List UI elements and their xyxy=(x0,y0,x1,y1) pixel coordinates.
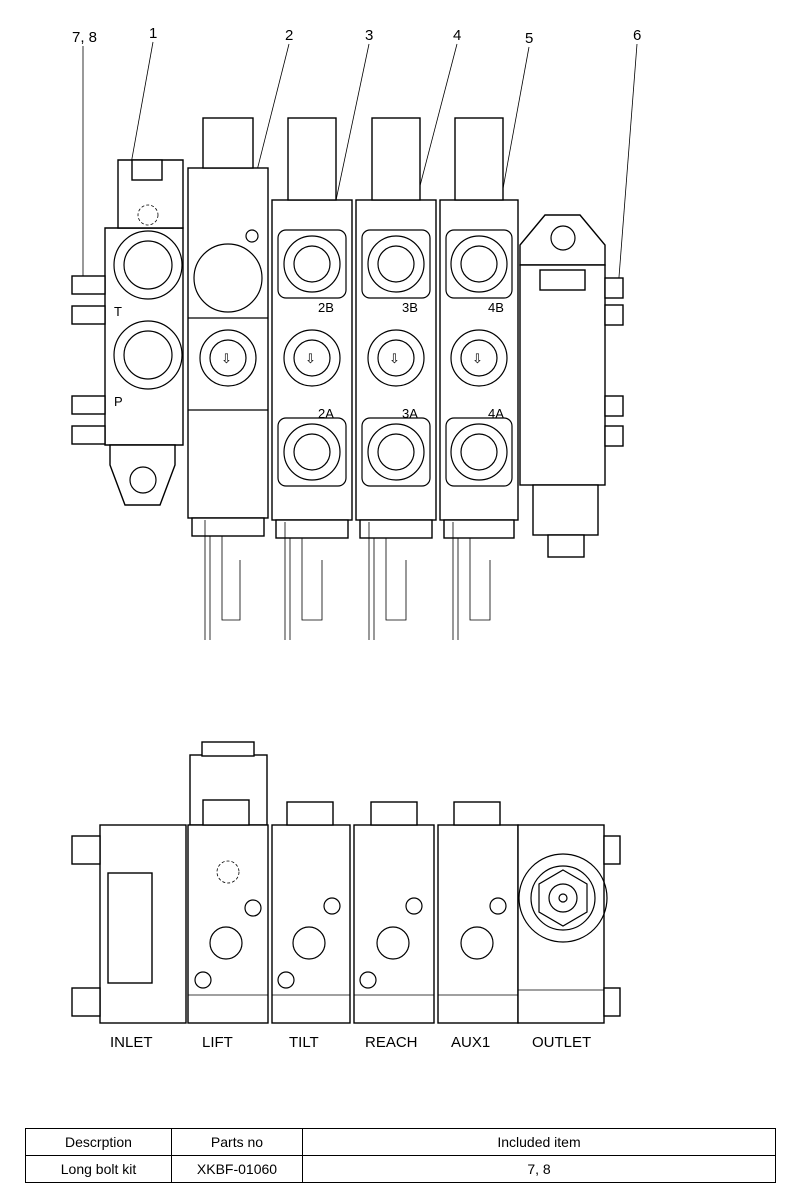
side-view: INLET LIFT TILT REACH AUX1 OUTLET xyxy=(71,741,621,1051)
section-label-tilt: TILT xyxy=(289,1034,319,1051)
port-label-t: T xyxy=(114,304,122,319)
port-label-2a: 2A xyxy=(318,406,334,421)
section-label-reach: REACH xyxy=(365,1034,418,1051)
top-view: 7, 8 1 2 3 4 5 6 xyxy=(71,25,641,640)
port-label-4a: 4A xyxy=(488,406,504,421)
port-label-4b: 4B xyxy=(488,300,504,315)
parts-table: Descrption Parts no Included item Long b… xyxy=(25,1128,776,1183)
table-header-row: Descrption Parts no Included item xyxy=(25,1128,776,1156)
section-label-aux1: AUX1 xyxy=(451,1034,490,1051)
tilt-section-top: ⇩ 2B 2A xyxy=(271,117,353,640)
aux1-section-top: ⇩ 4B 4A xyxy=(439,117,519,640)
callout-1: 1 xyxy=(149,25,157,42)
section-label-outlet: OUTLET xyxy=(532,1034,591,1051)
port-label-p: P xyxy=(114,394,123,409)
port-label-3a: 3A xyxy=(402,406,418,421)
svg-text:⇩: ⇩ xyxy=(472,351,483,366)
table-row: Long bolt kit XKBF-01060 7, 8 xyxy=(25,1155,776,1183)
callout-7-8: 7, 8 xyxy=(72,29,97,46)
callout-4: 4 xyxy=(453,27,461,44)
svg-text:⇩: ⇩ xyxy=(389,351,400,366)
section-label-lift: LIFT xyxy=(202,1034,233,1051)
reach-section-top: ⇩ 3B 3A xyxy=(355,117,437,640)
cell-parts-no: XKBF-01060 xyxy=(171,1155,303,1183)
svg-text:⇩: ⇩ xyxy=(305,351,316,366)
column-header-included-item: Included item xyxy=(302,1128,776,1156)
cell-description: Long bolt kit xyxy=(25,1155,172,1183)
callout-3: 3 xyxy=(365,27,373,44)
callout-2: 2 xyxy=(285,27,293,44)
callout-5: 5 xyxy=(525,30,533,47)
inlet-section: T P xyxy=(71,159,184,506)
port-label-2b: 2B xyxy=(318,300,334,315)
callout-6: 6 xyxy=(633,27,641,44)
column-header-description: Descrption xyxy=(25,1128,172,1156)
section-label-inlet: INLET xyxy=(110,1034,153,1051)
leader-lines xyxy=(82,41,638,291)
port-label-3b: 3B xyxy=(402,300,418,315)
cell-included-item: 7, 8 xyxy=(302,1155,776,1183)
lift-section-top: ⇩ xyxy=(187,117,269,640)
outlet-section-top xyxy=(519,214,624,558)
column-header-parts-no: Parts no xyxy=(171,1128,303,1156)
svg-text:⇩: ⇩ xyxy=(221,351,232,366)
